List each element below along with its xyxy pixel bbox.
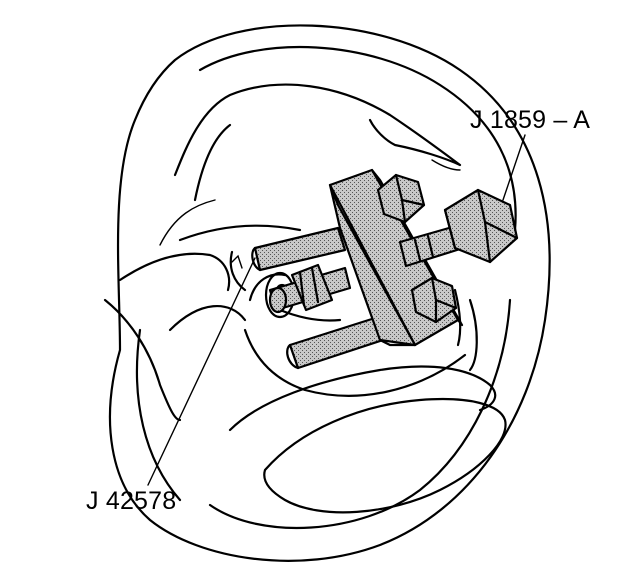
crossbar-nut-lower <box>410 276 458 324</box>
puller-rod-upper <box>251 226 347 272</box>
upper-opening <box>159 83 462 246</box>
crossbar-nut-upper <box>376 173 426 224</box>
leader-line-puller <box>502 134 526 201</box>
callout-puller-tool: J 1859 – A <box>470 106 591 134</box>
center-stud <box>268 263 352 314</box>
puller-rod-lower <box>286 316 385 370</box>
forcing-screw-hex-head <box>443 188 519 264</box>
left-spoke <box>103 252 247 422</box>
steering-wheel-rim <box>108 24 551 562</box>
callout-adapter-tool: J 42578 <box>86 487 177 515</box>
leader-line-adapter <box>147 257 256 486</box>
